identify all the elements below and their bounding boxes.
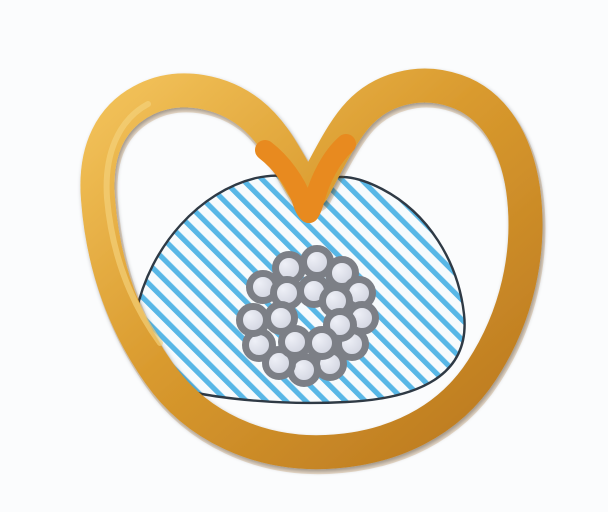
cluster-circle-19 <box>268 305 295 332</box>
cluster-circle-12 <box>240 307 267 334</box>
cluster-circle-17 <box>309 330 336 357</box>
